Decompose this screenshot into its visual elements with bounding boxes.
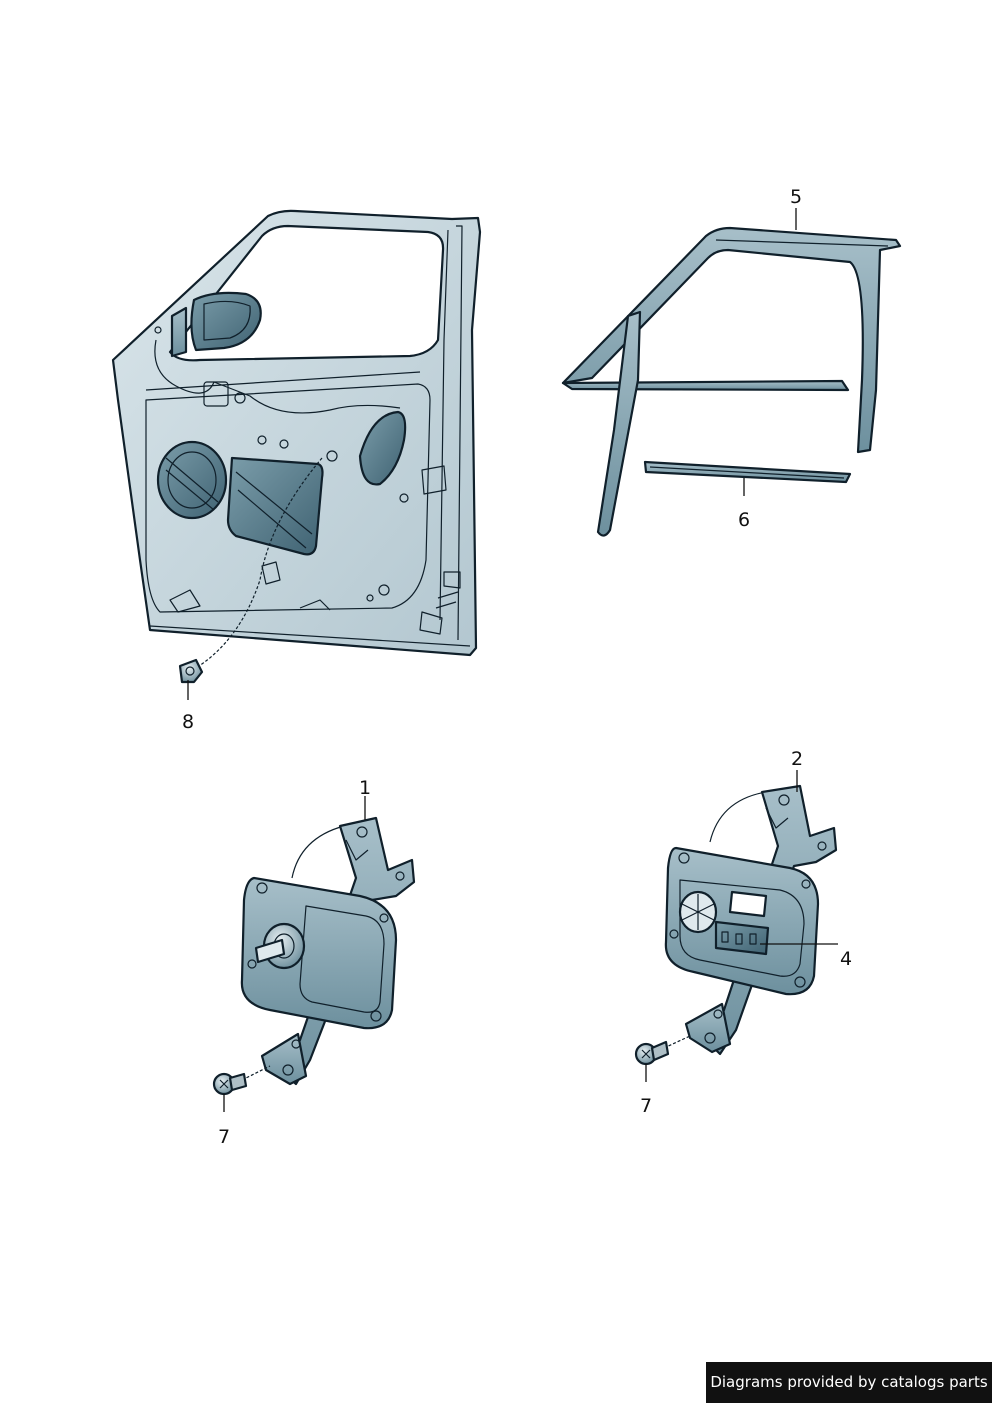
callout-6: 6 xyxy=(738,509,750,531)
weather-strip xyxy=(643,460,852,484)
callout-1: 1 xyxy=(359,777,371,799)
callout-7-left: 7 xyxy=(218,1126,230,1148)
window-regulator-right xyxy=(663,784,838,1056)
screw-left xyxy=(212,1072,248,1096)
door-shell xyxy=(111,209,482,669)
callout-8: 8 xyxy=(182,711,194,733)
callout-7-right: 7 xyxy=(640,1095,652,1117)
credit-banner: Diagrams provided by catalogs parts xyxy=(706,1362,992,1403)
callout-5: 5 xyxy=(790,186,802,208)
screw-right xyxy=(634,1040,670,1066)
callout-2: 2 xyxy=(791,748,803,770)
clip-nut xyxy=(178,658,204,684)
window-seal xyxy=(561,226,902,537)
window-regulator-left xyxy=(240,816,416,1086)
leader-lines xyxy=(187,208,838,1112)
callout-4: 4 xyxy=(840,948,852,970)
